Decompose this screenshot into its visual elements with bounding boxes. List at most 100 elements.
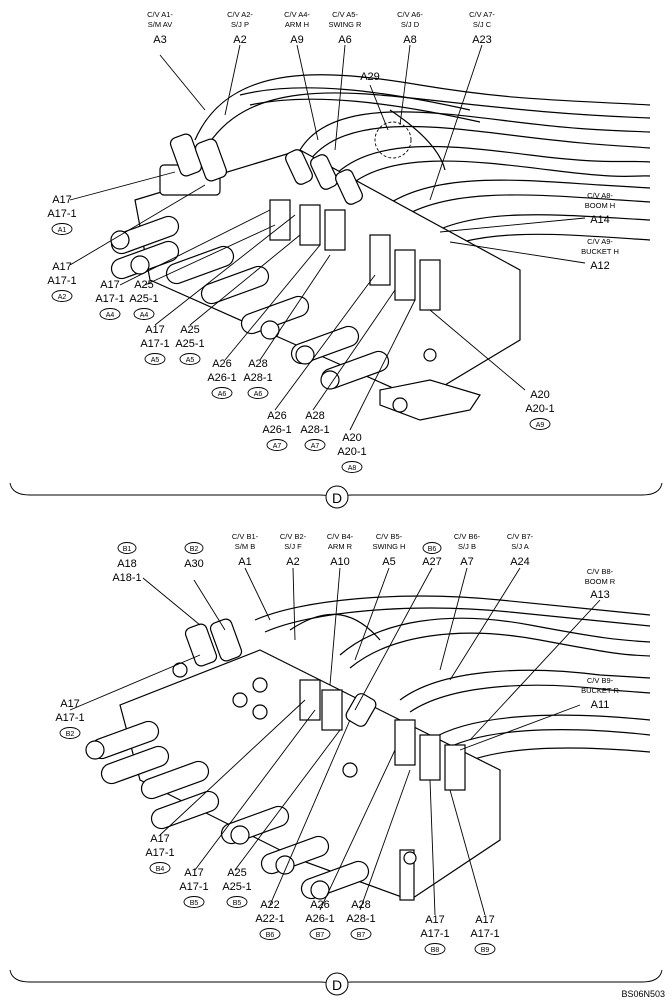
callout-tag-oval bbox=[59, 727, 81, 739]
top-callout-a9: C/V A4- ARM H A9 bbox=[284, 10, 310, 46]
callout-tag-oval bbox=[149, 862, 171, 874]
callout-tag-oval bbox=[99, 308, 121, 320]
bottom-callout-b2: B2 A30 bbox=[184, 542, 204, 570]
top-callout-a29: A29 bbox=[360, 71, 380, 83]
top-section-letter: D bbox=[332, 490, 342, 506]
callout-tag: A4 bbox=[106, 312, 115, 319]
top-callout-line1: C/V A9- bbox=[587, 237, 613, 246]
drawing-code: BS06N503 bbox=[621, 989, 665, 999]
top-callout-a12: C/V A9- BUCKET H A12 bbox=[581, 237, 619, 272]
top-callout-a3: C/V A1- S/M AV A3 bbox=[147, 10, 173, 46]
bottom-callout-line2: ARM R bbox=[328, 542, 353, 551]
top-callout-line2: S/M AV bbox=[148, 20, 172, 29]
bottom-callout-id: A11 bbox=[591, 699, 610, 711]
bottom-callout-line2: S/J F bbox=[284, 542, 302, 551]
bottom-callout-id: A7 bbox=[460, 556, 473, 568]
callout-tag-oval bbox=[133, 308, 155, 320]
top-callout-id: A3 bbox=[153, 34, 166, 46]
callout-tag-oval bbox=[179, 353, 201, 365]
callout-id: A20 bbox=[530, 389, 550, 401]
bottom-callout-line1: C/V B9- bbox=[587, 676, 614, 685]
top-callout-line1: C/V A7- bbox=[469, 10, 495, 19]
bottom-callout-a10: C/V B4- ARM R A10 bbox=[327, 532, 354, 568]
bottom-callout-id: A18 bbox=[117, 558, 137, 570]
callout-sub: A28-1 bbox=[300, 424, 329, 436]
callout-sub: A25-1 bbox=[175, 338, 204, 350]
top-callout-id: A9 bbox=[290, 34, 303, 46]
top-callout-line2: SWING R bbox=[329, 20, 362, 29]
bottom-callout-a7: C/V B6- S/J B A7 bbox=[454, 532, 481, 568]
callout-id: A17 bbox=[60, 698, 80, 710]
callout-tag: A5 bbox=[186, 357, 195, 364]
bottom-valve-assembly bbox=[69, 567, 651, 916]
callout-tag: A6 bbox=[254, 391, 263, 398]
callout-tag: A7 bbox=[273, 443, 282, 450]
callout-tag: B9 bbox=[481, 947, 490, 954]
callout-tag: A7 bbox=[311, 443, 320, 450]
top-callout-line2: ARM H bbox=[285, 20, 309, 29]
callout-sub: A17-1 bbox=[140, 338, 169, 350]
callout-sub: A22-1 bbox=[255, 913, 284, 925]
bottom-tag: B6 bbox=[428, 546, 437, 553]
bottom-callout-id: A2 bbox=[286, 556, 299, 568]
top-callout-line2: S/J C bbox=[473, 20, 492, 29]
callout-id: A17 bbox=[150, 833, 170, 845]
callout-id: A17 bbox=[184, 867, 204, 879]
bottom-section-letter: D bbox=[332, 977, 342, 993]
callout-sub: A20-1 bbox=[337, 446, 366, 458]
bottom-callout-line2: BOOM R bbox=[585, 577, 616, 586]
callout-tag: B7 bbox=[357, 932, 366, 939]
bottom-callout-id: A13 bbox=[590, 589, 610, 601]
top-callout-line2: S/J P bbox=[231, 20, 249, 29]
bottom-callout-line1: C/V B8- bbox=[587, 567, 614, 576]
callout-sub: A25-1 bbox=[129, 293, 158, 305]
top-part-callouts: A17A17-1A1A17A17-1A2A17A17-1A4A25A25-1A4… bbox=[47, 194, 555, 473]
callout-id: A17 bbox=[52, 261, 72, 273]
callout-tag: A5 bbox=[151, 357, 160, 364]
bottom-callout-labels: B1 A18 A18-1 B2 A30 C/V B1- S/M B A1 C/V… bbox=[112, 532, 619, 711]
callout-tag-oval bbox=[183, 896, 205, 908]
callout-sub: A17-1 bbox=[47, 208, 76, 220]
callout-tag-oval bbox=[529, 418, 551, 430]
bottom-callout-a11: C/V B9- BUCKET R A11 bbox=[581, 676, 619, 711]
callout-tag-oval bbox=[424, 943, 446, 955]
callout-tag: B7 bbox=[316, 932, 325, 939]
callout-id: A20 bbox=[342, 432, 362, 444]
bottom-tag: B2 bbox=[190, 546, 199, 553]
top-callout-a23: C/V A7- S/J C A23 bbox=[469, 10, 495, 46]
callout-tag: B6 bbox=[266, 932, 275, 939]
bottom-callout-line1: C/V B4- bbox=[327, 532, 354, 541]
callout-tag: B5 bbox=[233, 900, 242, 907]
callout-id: A17 bbox=[100, 279, 120, 291]
callout-tag: A9 bbox=[536, 422, 545, 429]
callout-sub: A20-1 bbox=[525, 403, 554, 415]
callout-sub: A28-1 bbox=[243, 372, 272, 384]
callout-tag-oval bbox=[474, 943, 496, 955]
callout-id: A17 bbox=[145, 324, 165, 336]
bottom-callout-line1: C/V B6- bbox=[454, 532, 481, 541]
callout-tag: A6 bbox=[218, 391, 227, 398]
top-section-bracket: D bbox=[9, 482, 663, 509]
callout-sub: A17-1 bbox=[145, 847, 174, 859]
bottom-callout-id: A1 bbox=[238, 556, 251, 568]
top-callout-id: A23 bbox=[472, 34, 492, 46]
bottom-callout-sub: A18-1 bbox=[112, 572, 141, 584]
bottom-callout-line2: SWING H bbox=[373, 542, 406, 551]
callout-sub: A17-1 bbox=[55, 712, 84, 724]
bottom-callout-line2: S/J A bbox=[511, 542, 529, 551]
